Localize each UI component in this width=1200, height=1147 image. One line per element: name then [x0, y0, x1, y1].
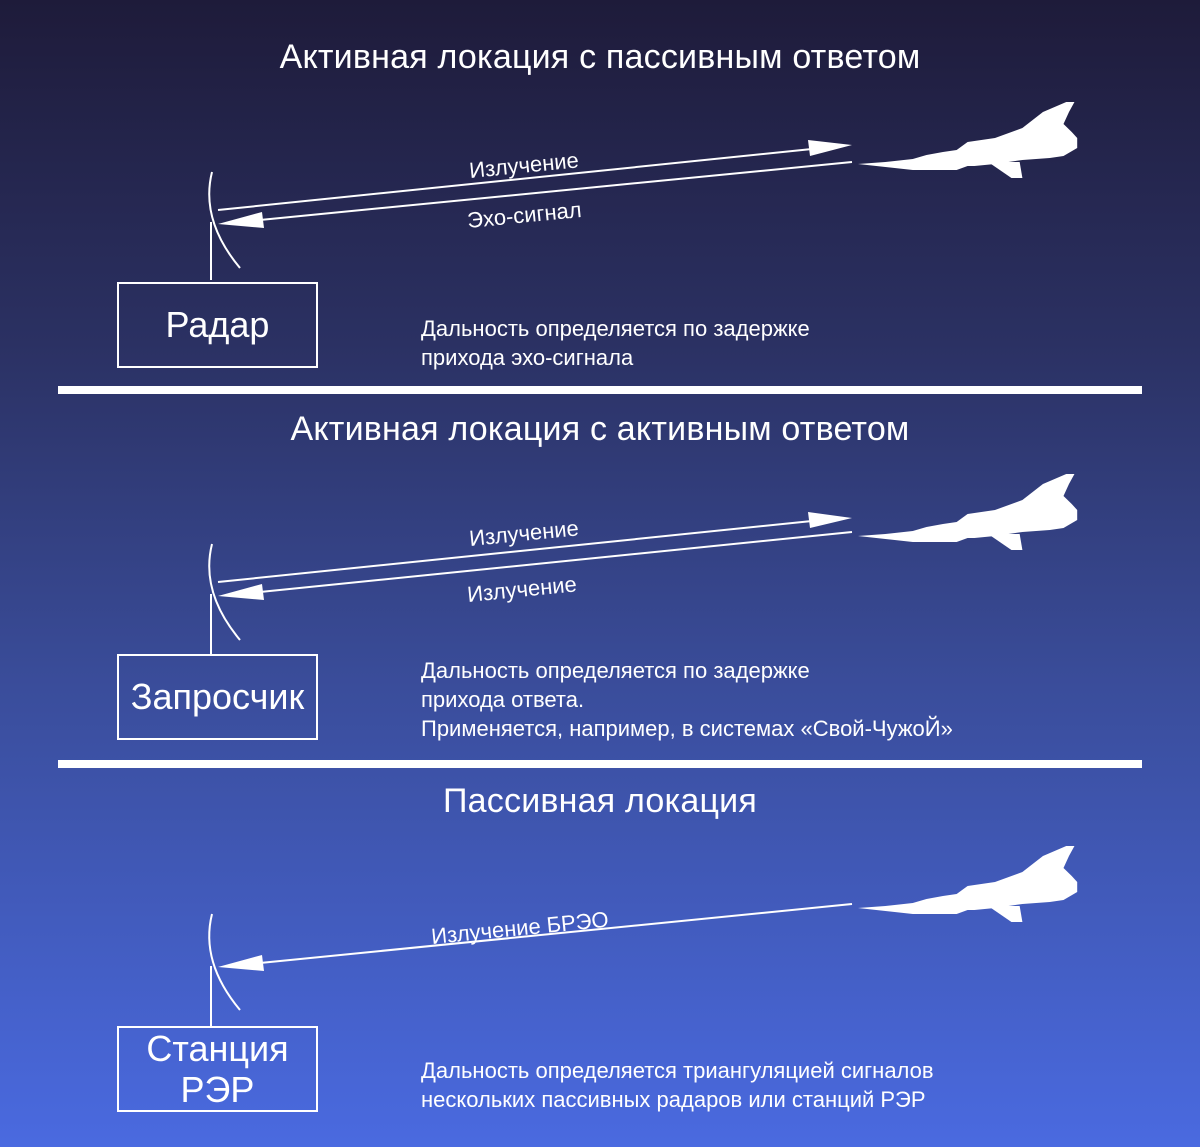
section-1-title: Активная локация с пассивным ответом: [279, 38, 921, 76]
interrogator-box: Запросчик: [117, 654, 318, 740]
section-1-description: Дальность определяется по задержке прихо…: [421, 314, 810, 372]
section-3-description: Дальность определяется триангуляцией сиг…: [421, 1056, 934, 1114]
antenna-icon: [208, 543, 241, 654]
arrow-label-reply: Излучение: [466, 571, 578, 607]
rer-station-box-label-line: Станция: [146, 1027, 289, 1069]
description-line: прихода ответа.: [421, 687, 585, 712]
description-line: Дальность определяется по задержке: [421, 316, 810, 341]
antenna-icon: [208, 913, 241, 1026]
section-2-title: Активная локация с активным ответом: [290, 410, 910, 448]
description-line: нескольких пассивных радаров или станций…: [421, 1087, 926, 1112]
description-line: Применяется, например, в системах «Свой-…: [421, 716, 953, 741]
antenna-icon: [208, 171, 241, 280]
section-divider: [58, 386, 1142, 394]
description-line: Дальность определяется по задержке: [421, 658, 810, 683]
radar-box: Радар: [117, 282, 318, 368]
interrogator-box-label: Запросчик: [130, 676, 305, 718]
emission-arrow: [217, 140, 852, 211]
section-2-description: Дальность определяется по задержке прихо…: [421, 656, 953, 743]
arrow-label-echo: Эхо-сигнал: [466, 197, 583, 233]
rer-station-box-label-line: РЭР: [180, 1069, 255, 1110]
aircraft-icon: [858, 474, 1078, 550]
interrogation-arrow: [217, 512, 852, 583]
arrow-label-emission-brea: Излучение БРЭО: [430, 907, 610, 949]
radar-box-label: Радар: [165, 304, 270, 346]
aircraft-icon: [858, 846, 1078, 922]
reply-arrow: [218, 531, 853, 600]
section-3-title: Пассивная локация: [443, 782, 757, 820]
description-line: Дальность определяется триангуляцией сиг…: [421, 1058, 934, 1083]
rer-station-box: Станция РЭР: [117, 1026, 318, 1112]
aircraft-icon: [858, 102, 1078, 178]
arrow-label-emission: Излучение: [468, 147, 580, 183]
echo-arrow: [218, 161, 853, 228]
emission-brea-arrow: [218, 903, 853, 971]
section-divider: [58, 760, 1142, 768]
description-line: прихода эхо-сигнала: [421, 345, 634, 370]
